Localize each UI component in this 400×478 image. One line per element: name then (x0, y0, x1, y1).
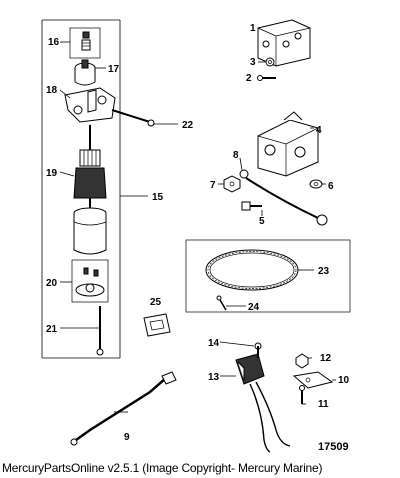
nut (223, 175, 241, 193)
callout-25: 25 (150, 297, 162, 308)
image-caption: MercuryPartsOnline v2.5.1 (Image Copyrig… (2, 461, 323, 475)
callout-18: 18 (46, 85, 58, 96)
flywheel-ring-gear-group (185, 239, 351, 313)
callout-3: 3 (250, 57, 256, 68)
callout-16: 16 (48, 37, 60, 48)
callout-17: 17 (108, 64, 120, 75)
solenoid (257, 19, 311, 67)
callout-22: 22 (182, 120, 194, 131)
starter-assembly-bracket (41, 19, 121, 359)
ring-gear-screw (216, 295, 227, 311)
brush-spring-group (69, 27, 101, 59)
figure-number: 17509 (318, 441, 349, 453)
washer (309, 179, 323, 189)
commutator-end-bracket (64, 87, 116, 123)
callout-19: 19 (46, 168, 58, 179)
solenoid-lockwasher (265, 57, 275, 67)
callout-20: 20 (46, 278, 58, 289)
callout-9: 9 (124, 432, 130, 443)
solenoid-screw (257, 75, 276, 81)
end-cap (74, 59, 96, 86)
starter-frame (73, 207, 107, 255)
callout-1: 1 (250, 23, 256, 34)
armature (73, 125, 107, 212)
battery-cable (70, 371, 177, 446)
callout-14: 14 (208, 338, 220, 349)
drive-end-cap (71, 259, 109, 303)
long-bolt (96, 306, 104, 356)
callout-13: 13 (208, 372, 220, 383)
callout-12: 12 (320, 353, 332, 364)
bracket-nut (295, 353, 309, 369)
callout-7: 7 (210, 180, 216, 191)
callout-24: 24 (248, 302, 260, 313)
callout-21: 21 (46, 324, 58, 335)
leader-lines (59, 27, 336, 413)
ground-cable (239, 169, 328, 226)
callout-23: 23 (318, 266, 330, 277)
callout-4: 4 (316, 125, 322, 136)
callout-15: 15 (152, 192, 164, 203)
through-bolt (111, 109, 178, 127)
callout-6: 6 (328, 181, 334, 192)
callout-8: 8 (233, 150, 239, 161)
callout-2: 2 (246, 73, 252, 84)
callout-10: 10 (338, 375, 350, 386)
callout-5: 5 (259, 216, 265, 227)
grommet (143, 313, 171, 337)
rectifier (235, 342, 291, 453)
starter-motor-body (257, 111, 319, 177)
starter-bolt (241, 201, 262, 211)
bracket (292, 371, 334, 389)
bracket-screw (299, 385, 305, 404)
callout-11: 11 (318, 399, 329, 410)
